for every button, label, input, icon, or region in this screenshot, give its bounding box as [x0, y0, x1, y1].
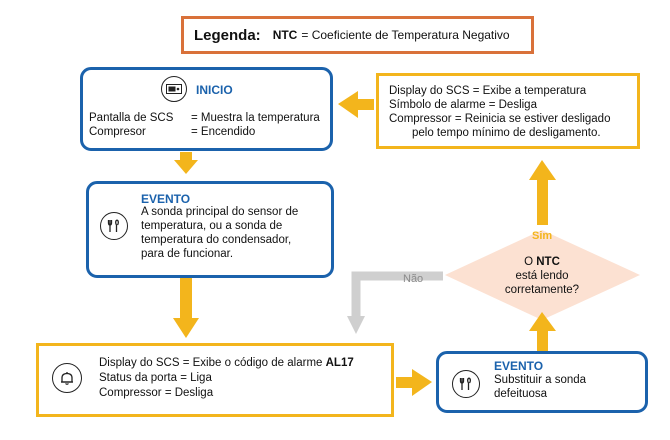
arrow-evento-to-alarm-head	[173, 318, 199, 338]
arrow-decision-to-result-head	[529, 160, 556, 180]
arrow-result-to-inicio-shaft	[358, 99, 374, 110]
display-panel-icon	[161, 76, 187, 102]
inicio-title: INICIO	[196, 83, 233, 97]
evento1-title: EVENTO	[141, 192, 191, 206]
arrow-evento-to-alarm-shaft	[180, 278, 192, 318]
arrow-inicio-to-evento-head	[174, 160, 198, 174]
decision-text: O NTC está lendo corretamente?	[482, 255, 602, 297]
result-line-4: pelo tempo mínimo de desligamento.	[412, 127, 601, 139]
evento-replace-probe-box: EVENTO Substituir a sonda defeituosa	[436, 351, 648, 413]
alarm-line-3: Compressor = Desliga	[99, 387, 214, 399]
decision-line-3: corretamente?	[504, 284, 580, 296]
alarm-line-1: Display do SCS = Exibe o código de alarm…	[99, 357, 354, 370]
tools-icon	[452, 370, 480, 398]
arrow-evento2-to-decision-head	[529, 312, 556, 331]
alarm-line-2: Status da porta = Liga	[99, 372, 212, 384]
result-line-2: Símbolo de alarme = Desliga	[389, 99, 537, 111]
inicio-line-value-2: = Encendido	[191, 126, 256, 138]
alarm-code: AL17	[325, 357, 354, 369]
decision-key: NTC	[536, 256, 560, 268]
evento1-line-2: temperatura, ou a sonda de	[141, 220, 283, 232]
decision-line-1: O NTC	[482, 255, 602, 269]
legend-definition: = Coeficiente de Temperatura Negativo	[301, 28, 510, 42]
arrow-inicio-to-evento-shaft	[180, 152, 192, 160]
legend-key: NTC	[272, 28, 298, 42]
evento1-line-1: A sonda principal do sensor de	[141, 206, 299, 218]
bell-icon	[52, 363, 82, 393]
evento-sensor-failure-box: EVENTO A sonda principal do sensor de te…	[86, 181, 334, 278]
evento2-line-1: Substituir a sonda	[494, 374, 587, 386]
evento1-line-3: temperatura do condensador,	[141, 234, 292, 246]
evento2-line-2: defeituosa	[494, 388, 548, 400]
inicio-line-value-1: = Muestra la temperatura	[191, 112, 320, 124]
decision-line-1-prefix: O	[524, 256, 537, 268]
arrow-nao-head	[347, 316, 365, 334]
result-line-3: Compressor = Reinicia se estiver desliga…	[389, 113, 611, 125]
arrow-alarm-to-evento2-head	[412, 369, 432, 396]
alarm-line-1-text: Display do SCS = Exibe o código de alarm…	[99, 357, 326, 369]
legend-label: Legenda:	[194, 26, 261, 44]
inicio-line-key-1: Pantalla de SCS	[89, 112, 174, 124]
decision-diamond	[445, 230, 640, 320]
alarm-state-box: Display do SCS = Exibe o código de alarm…	[36, 343, 394, 417]
inicio-line-key-2: Compresor	[89, 126, 146, 138]
result-line-1: Display do SCS = Exibe a temperatura	[389, 85, 587, 97]
result-state-box: Display do SCS = Exibe a temperatura Sím…	[376, 73, 640, 149]
legend-box: Legenda: NTC = Coeficiente de Temperatur…	[181, 16, 534, 54]
arrow-decision-to-result-shaft	[537, 178, 548, 225]
evento1-line-4: para de funcionar.	[141, 248, 234, 260]
arrow-evento2-to-decision-shaft	[537, 330, 548, 352]
decision-line-2: está lendo	[515, 270, 569, 282]
arrow-nao-path	[351, 271, 443, 318]
evento2-title: EVENTO	[494, 359, 544, 373]
tools-icon	[100, 212, 128, 240]
arrow-result-to-inicio-head	[338, 91, 358, 118]
no-label: Não	[403, 273, 424, 285]
arrow-alarm-to-evento2-shaft	[396, 377, 412, 388]
inicio-box: INICIO Pantalla de SCS = Muestra la temp…	[80, 67, 333, 151]
yes-label: Sim	[532, 230, 553, 242]
